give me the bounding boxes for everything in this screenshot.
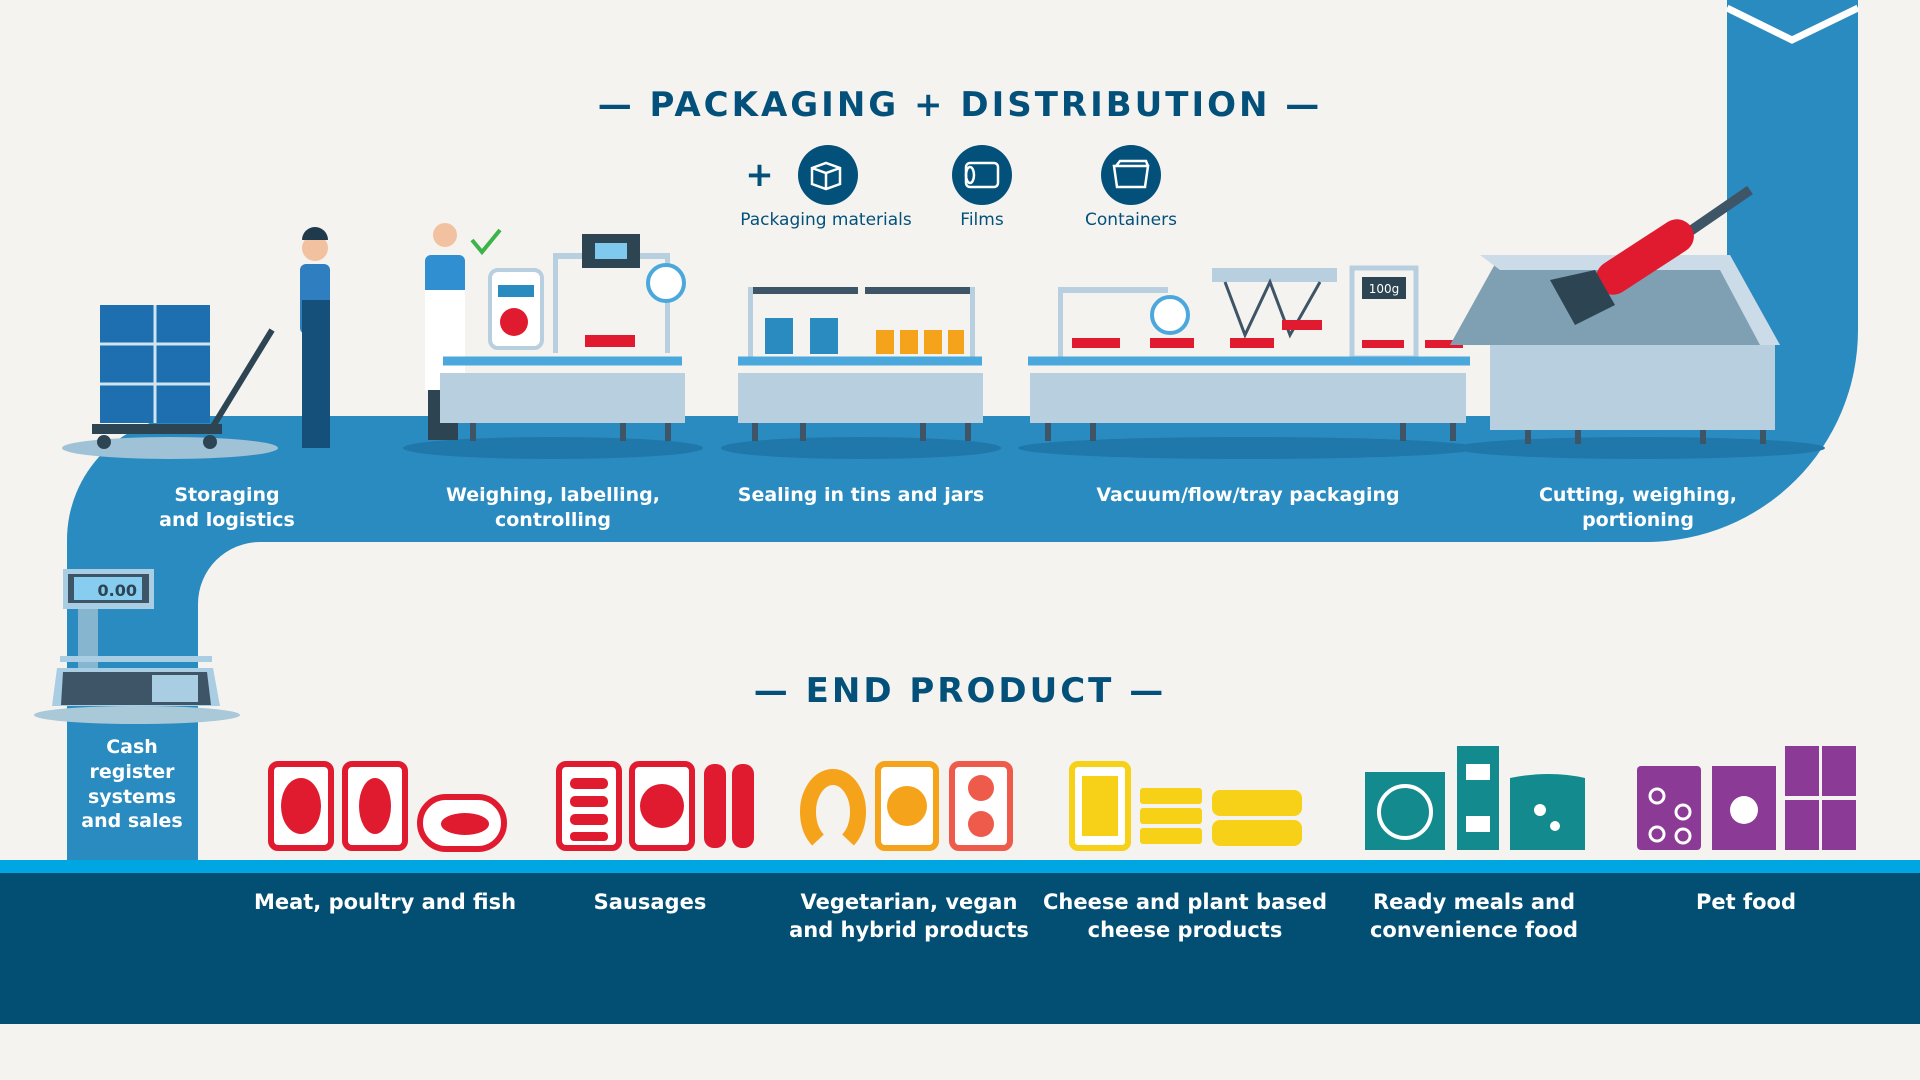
sealing-machine [721, 287, 1001, 459]
box-icon [798, 145, 858, 205]
stage-label: and logistics [159, 509, 295, 531]
packaging-title: — PACKAGING + DISTRIBUTION — [598, 85, 1323, 125]
film-roll-icon [952, 145, 1012, 205]
product-label: Ready meals and [1373, 890, 1575, 914]
stage-label: Weighing, labelling, [446, 484, 660, 506]
storage-illustration [62, 227, 330, 459]
stage-label: portioning [1582, 509, 1694, 531]
stage-label: Vacuum/flow/tray packaging [1096, 484, 1399, 506]
scale-display [74, 577, 142, 600]
product-label: Pet food [1696, 890, 1796, 914]
plus-sign: + [745, 155, 777, 195]
product-label: Vegetarian, vegan [801, 890, 1018, 914]
sausage-icons [556, 761, 754, 851]
stage-label: Sealing in tins and jars [738, 484, 984, 506]
accent-line [0, 860, 1920, 873]
cash-register-line: systems [88, 786, 176, 808]
weighing-labelling-machine [403, 223, 703, 459]
ready-meal-icons [1365, 746, 1585, 850]
chevron-down-icon [1725, 4, 1860, 44]
stage-label: Storaging [174, 484, 279, 506]
material-label: Films [960, 210, 1004, 230]
end-product-title: — END PRODUCT — [754, 671, 1166, 711]
cash-register-label: Cash register systems and sales [81, 736, 182, 832]
product-label: Cheese and plant based [1043, 890, 1327, 914]
pet-food-icons [1637, 746, 1856, 850]
end-product-footer [0, 873, 1920, 1024]
vegetarian-icons [800, 761, 1013, 851]
cash-register-line: and sales [81, 810, 182, 832]
cash-register-line: Cash [106, 736, 158, 758]
container-icon [1101, 145, 1161, 205]
material-label: Packaging materials [740, 210, 912, 230]
weight-display [1362, 277, 1406, 299]
material-label: Containers [1085, 210, 1177, 230]
product-label: Meat, poultry and fish [254, 890, 516, 914]
scale-readout: 0.00 [98, 581, 137, 600]
cutting-portioning-machine [1450, 185, 1825, 459]
product-label: convenience food [1370, 918, 1578, 942]
meat-poultry-fish-icons [268, 761, 507, 852]
stage-label: Cutting, weighing, [1539, 484, 1737, 506]
product-label: Sausages [594, 890, 707, 914]
cash-register-scale: 0.00 [34, 569, 240, 724]
cheese-icons [1069, 761, 1302, 851]
vacuum-tray-packaging-machine: 100g [1018, 265, 1478, 459]
stage-label: controlling [495, 509, 611, 531]
weight-tag: 100g [1369, 282, 1400, 296]
cash-register-line: register [89, 761, 175, 783]
process-flow-band [67, 0, 1858, 860]
product-label: cheese products [1088, 918, 1283, 942]
product-label: and hybrid products [789, 918, 1029, 942]
